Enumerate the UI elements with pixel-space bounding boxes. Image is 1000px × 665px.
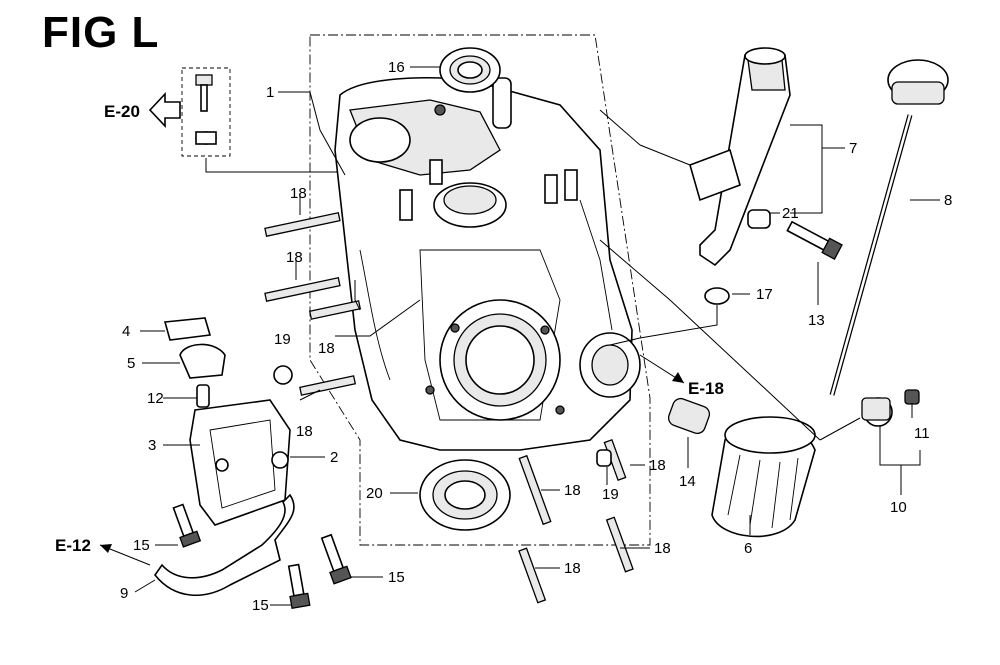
e18-label: E-18 xyxy=(688,379,724,398)
e20-reference[interactable]: E-20 xyxy=(104,91,181,129)
callout-18-f: 18 xyxy=(564,560,581,577)
e12-label: E-12 xyxy=(55,536,91,555)
switch-terminal-screw[interactable] xyxy=(904,389,920,405)
callout-14: 14 xyxy=(679,473,696,490)
oil-seal[interactable] xyxy=(439,47,501,93)
callout-13: 13 xyxy=(808,312,825,329)
callout-9: 9 xyxy=(120,585,128,602)
callout-6: 6 xyxy=(744,540,752,557)
crankcase-cover[interactable] xyxy=(334,77,641,451)
breather-gasket[interactable] xyxy=(179,343,226,379)
callout-15-b: 15 xyxy=(388,569,405,586)
dipstick[interactable] xyxy=(829,59,949,396)
oil-pressure-switch[interactable] xyxy=(861,397,893,427)
callout-labels: 1 2 3 4 5 6 7 8 9 10 11 12 13 14 15 15 1… xyxy=(120,59,952,614)
callout-5: 5 xyxy=(127,355,135,372)
callout-2: 2 xyxy=(330,449,338,466)
callout-10: 10 xyxy=(890,499,907,516)
oil-filter-adapter[interactable] xyxy=(666,396,711,435)
e18-reference[interactable]: E-18 xyxy=(639,354,724,398)
figure-title: FIG L xyxy=(42,8,160,57)
callout-1: 1 xyxy=(266,84,274,101)
breather-tube[interactable] xyxy=(154,493,295,596)
callout-18-d: 18 xyxy=(296,423,313,440)
callout-15-a: 15 xyxy=(133,537,150,554)
sealing-washer[interactable] xyxy=(704,287,730,305)
callout-18-b: 18 xyxy=(286,249,303,266)
breather-bolt[interactable] xyxy=(196,384,210,408)
oil-filler-tube[interactable] xyxy=(689,47,791,267)
callout-11: 11 xyxy=(914,425,930,442)
fastener-group-box xyxy=(181,67,231,157)
callout-18-c: 18 xyxy=(318,340,335,357)
leader-lines xyxy=(134,66,940,606)
flange-bolts[interactable] xyxy=(170,503,352,610)
e12-reference[interactable]: E-12 xyxy=(55,536,151,566)
callout-15-c: 15 xyxy=(252,597,269,614)
o-ring-small[interactable] xyxy=(747,209,771,229)
callout-18-h: 18 xyxy=(649,457,666,474)
callout-19-b: 19 xyxy=(602,486,619,503)
e20-label: E-20 xyxy=(104,102,140,121)
callout-12: 12 xyxy=(147,390,164,407)
filler-tube-bolt[interactable] xyxy=(786,219,843,260)
callout-3: 3 xyxy=(148,437,156,454)
callout-17: 17 xyxy=(756,286,773,303)
callout-4: 4 xyxy=(122,323,130,340)
callout-16: 16 xyxy=(388,59,405,76)
callout-18-g: 18 xyxy=(654,540,671,557)
callout-20: 20 xyxy=(366,485,383,502)
callout-7: 7 xyxy=(849,140,857,157)
oil-filter[interactable] xyxy=(711,416,816,538)
stud-bolts[interactable] xyxy=(264,212,634,604)
callout-21: 21 xyxy=(782,205,799,222)
breather-plate[interactable] xyxy=(163,317,212,341)
callout-18-a: 18 xyxy=(290,185,307,202)
assembly-boundary xyxy=(309,34,651,546)
callout-18-e: 18 xyxy=(564,482,581,499)
dowel-pin-left[interactable] xyxy=(273,365,293,385)
bolt-washer-assembly xyxy=(195,74,217,145)
callout-8: 8 xyxy=(944,192,952,209)
callout-19-a: 19 xyxy=(274,331,291,348)
dowel-pin-right[interactable] xyxy=(596,449,612,467)
ball-bearing[interactable] xyxy=(419,459,511,531)
breather-cover[interactable] xyxy=(189,399,291,526)
